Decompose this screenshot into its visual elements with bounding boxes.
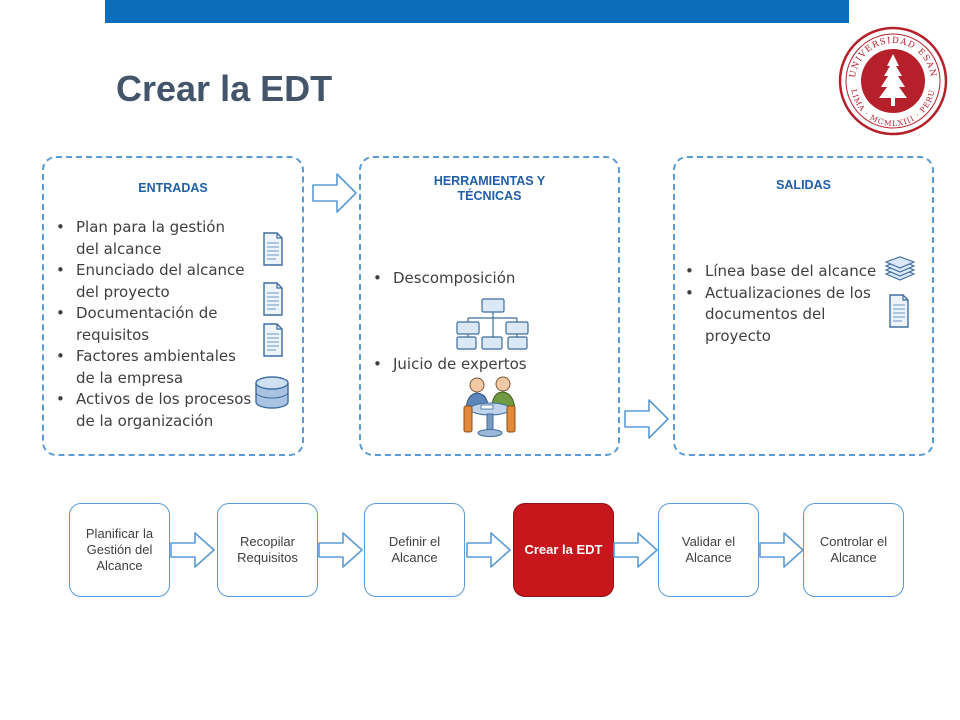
- hierarchy-icon: [456, 298, 529, 350]
- list-item: Línea base del alcance: [681, 261, 891, 283]
- flow-step-validar: Validar el Alcance: [658, 503, 759, 597]
- flow-step-planificar: Planificar la Gestión del Alcance: [69, 503, 170, 597]
- list-item: Enunciado del alcance del proyecto: [52, 260, 252, 303]
- expert-meeting-icon: [463, 376, 516, 437]
- entradas-title: ENTRADAS: [138, 181, 208, 195]
- flow-step-controlar: Controlar el Alcance: [803, 503, 904, 597]
- document-stack-icon: [884, 256, 916, 281]
- list-item: Factores ambientales de la empresa: [52, 346, 252, 389]
- flow-arrow-icon: [170, 532, 215, 568]
- database-icon: [255, 376, 289, 409]
- entradas-panel: ENTRADAS Plan para la gestión del alcanc…: [42, 156, 304, 456]
- list-item: Activos de los procesos de la organizaci…: [52, 389, 252, 432]
- herramientas-list-2: Juicio de expertos: [369, 354, 599, 376]
- salidas-list: Línea base del alcance Actualizaciones d…: [681, 261, 891, 347]
- flow-arrow-icon: [466, 532, 511, 568]
- list-item: Documentación de requisitos: [52, 303, 252, 346]
- list-item: Juicio de expertos: [369, 354, 599, 376]
- list-item: Actualizaciones de los documentos del pr…: [681, 283, 891, 348]
- page-title: Crear la EDT: [116, 68, 333, 109]
- herramientas-title-line1: HERRAMIENTAS Y: [433, 174, 546, 188]
- document-icon: [263, 282, 283, 316]
- flow-step-definir: Definir el Alcance: [364, 503, 465, 597]
- herramientas-title-line2: TÉCNICAS: [457, 189, 522, 203]
- flow-step-crear-edt: Crear la EDT: [513, 503, 614, 597]
- herramientas-title: HERRAMIENTAS Y TÉCNICAS: [361, 174, 618, 204]
- list-item: Plan para la gestión del alcance: [52, 217, 252, 260]
- document-icon: [263, 323, 283, 357]
- document-icon: [889, 294, 909, 328]
- salidas-title: SALIDAS: [776, 178, 831, 192]
- flow-arrow-icon: [318, 532, 363, 568]
- top-accent-bar: [105, 0, 849, 23]
- flow-step-recopilar: Recopilar Requisitos: [217, 503, 318, 597]
- flow-arrow-icon: [613, 532, 658, 568]
- document-icon: [263, 232, 283, 266]
- flow-arrow-icon: [624, 399, 669, 439]
- university-logo: UNIVERSIDAD ESAN LIMA · MCMLXIII · PERU: [838, 26, 948, 136]
- salidas-panel: SALIDAS Línea base del alcance Actualiza…: [673, 156, 934, 456]
- flow-arrow-icon: [312, 173, 357, 213]
- herramientas-list-1: Descomposición: [369, 268, 599, 290]
- entradas-list: Plan para la gestión del alcance Enuncia…: [52, 217, 252, 432]
- flow-arrow-icon: [759, 532, 804, 568]
- herramientas-panel: HERRAMIENTAS Y TÉCNICAS Descomposición J…: [359, 156, 620, 456]
- list-item: Descomposición: [369, 268, 599, 290]
